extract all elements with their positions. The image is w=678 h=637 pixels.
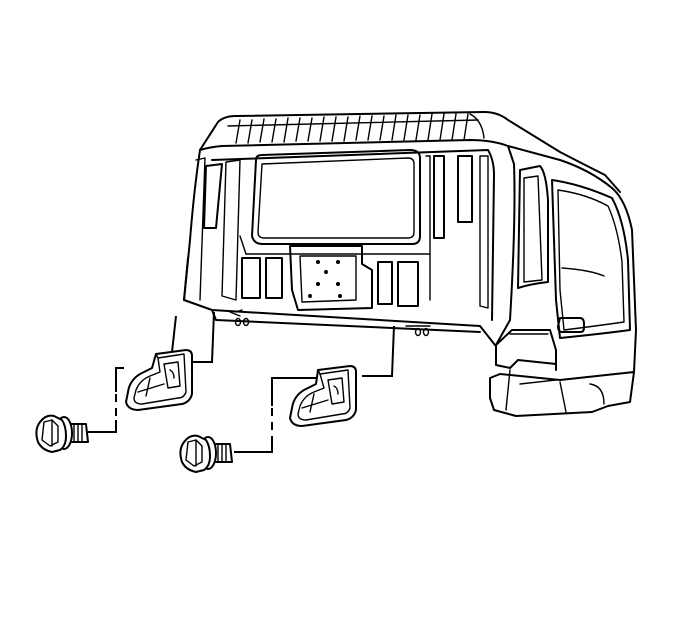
right-flange-bolt-icon (179, 434, 233, 473)
leader-lines (88, 311, 395, 453)
left-mounting-bracket-icon (125, 349, 193, 411)
truck-cab-rear-icon (183, 111, 637, 417)
right-mounting-bracket-icon (289, 365, 357, 427)
left-flange-bolt-icon (35, 414, 89, 453)
